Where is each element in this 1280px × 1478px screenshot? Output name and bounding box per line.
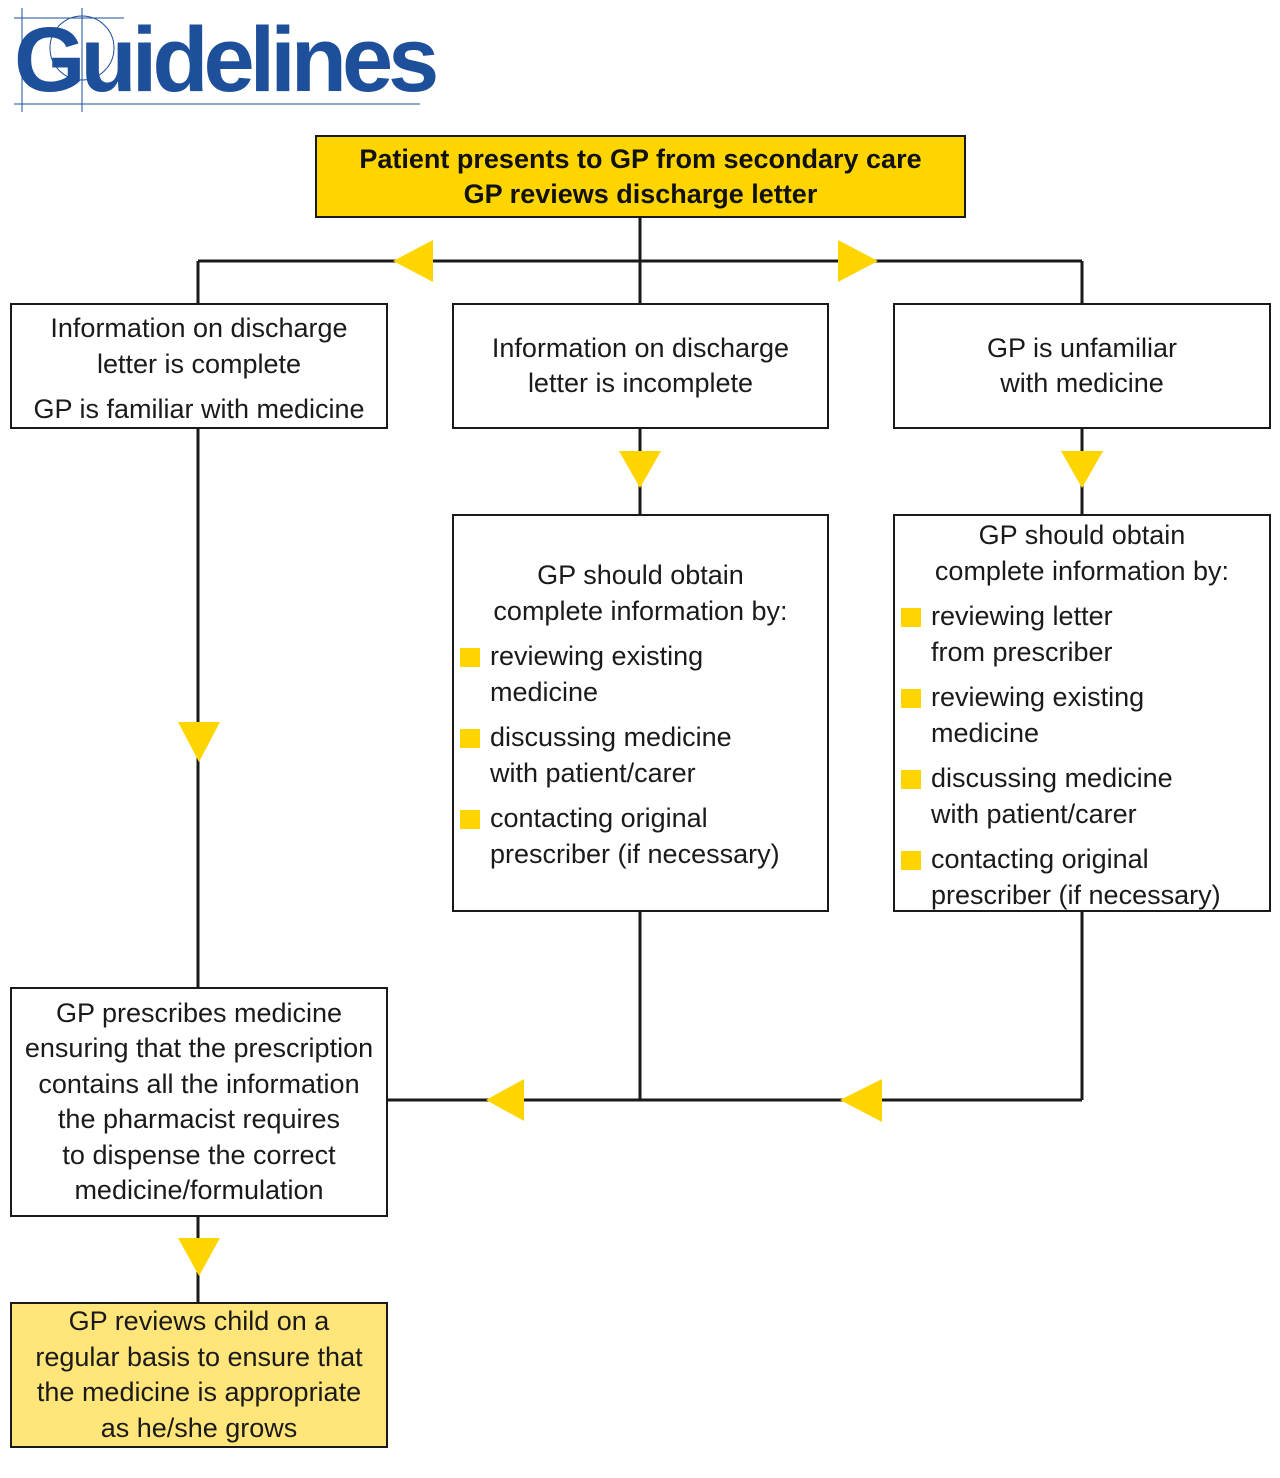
arrow-left-bottom-2 xyxy=(840,1079,882,1122)
start-box: Patient presents to GP from secondary ca… xyxy=(315,135,966,218)
list-item: reviewing letter from prescriber xyxy=(895,599,1269,670)
action-middle-box: GP should obtain complete information by… xyxy=(452,514,829,912)
prescribe-line: medicine/formulation xyxy=(74,1175,324,1205)
review-box: GP reviews child on a regular basis to e… xyxy=(10,1302,388,1448)
list-item: reviewing existing medicine xyxy=(895,680,1269,751)
prescribe-line: the pharmacist requires xyxy=(57,1104,341,1134)
prescribe-box: GP prescribes medicine ensuring that the… xyxy=(10,987,388,1217)
review-line: regular basis to ensure that xyxy=(35,1341,363,1372)
logo-grid-lines xyxy=(14,8,420,112)
branch-middle-line-2: letter is incomplete xyxy=(527,368,754,398)
bullet-square-icon xyxy=(460,729,480,748)
list-item: discussing medicine with patient/carer xyxy=(454,720,827,791)
action-right-heading-1: GP should obtain xyxy=(978,520,1186,550)
branch-left-line-2: letter is complete xyxy=(96,348,302,379)
arrow-down-middle xyxy=(619,451,661,488)
bullet-square-icon xyxy=(901,608,921,627)
start-line-1: Patient presents to GP from secondary ca… xyxy=(359,144,922,174)
start-line-2: GP reviews discharge letter xyxy=(463,179,818,209)
prescribe-line: contains all the information xyxy=(38,1068,360,1099)
review-line: the medicine is appropriate xyxy=(36,1377,362,1407)
review-line: GP reviews child on a xyxy=(68,1306,330,1336)
action-middle-heading-1: GP should obtain xyxy=(537,560,744,590)
arrow-right-top xyxy=(838,240,878,282)
action-right-heading-2: complete information by: xyxy=(934,555,1230,586)
guidelines-logo: Guidelines xyxy=(14,8,439,112)
branch-left-line-3: GP is familiar with medicine xyxy=(33,394,365,424)
branch-left-box: Information on discharge letter is compl… xyxy=(10,303,388,429)
arrow-left-top xyxy=(393,240,433,282)
list-item: reviewing existing medicine xyxy=(454,639,827,710)
arrow-down-to-review xyxy=(178,1238,220,1276)
bullet-square-icon xyxy=(460,648,480,667)
review-line: as he/she grows xyxy=(100,1412,298,1443)
list-item: contacting original prescriber (if neces… xyxy=(454,801,827,872)
arrow-left-bottom-1 xyxy=(486,1079,524,1121)
bullet-square-icon xyxy=(901,770,921,789)
prescribe-line: ensuring that the prescription xyxy=(24,1033,374,1063)
branch-middle-box: Information on discharge letter is incom… xyxy=(452,303,829,429)
logo-wordmark: Guidelines xyxy=(14,9,439,111)
bullet-square-icon xyxy=(901,689,921,708)
action-right-list: reviewing letter from prescriber reviewi… xyxy=(895,599,1269,913)
bullet-square-icon xyxy=(901,851,921,870)
prescribe-line: GP prescribes medicine xyxy=(55,997,343,1028)
action-middle-list: reviewing existing medicine discussing m… xyxy=(454,639,827,872)
arrow-down-left xyxy=(178,722,220,762)
branch-right-line-1: GP is unfamiliar xyxy=(986,332,1178,363)
branch-middle-line-1: Information on discharge xyxy=(491,332,790,363)
bullet-square-icon xyxy=(460,810,480,829)
arrow-down-right xyxy=(1061,451,1103,488)
branch-left-line-1: Information on discharge xyxy=(50,313,348,343)
prescribe-line: to dispense the correct xyxy=(62,1139,336,1170)
list-item: contacting original prescriber (if neces… xyxy=(895,842,1269,913)
branch-right-line-2: with medicine xyxy=(1000,368,1164,398)
list-item: discussing medicine with patient/carer xyxy=(895,761,1269,832)
action-right-box: GP should obtain complete information by… xyxy=(893,514,1271,912)
action-middle-heading-2: complete information by: xyxy=(493,595,788,626)
branch-right-box: GP is unfamiliar with medicine xyxy=(893,303,1271,429)
